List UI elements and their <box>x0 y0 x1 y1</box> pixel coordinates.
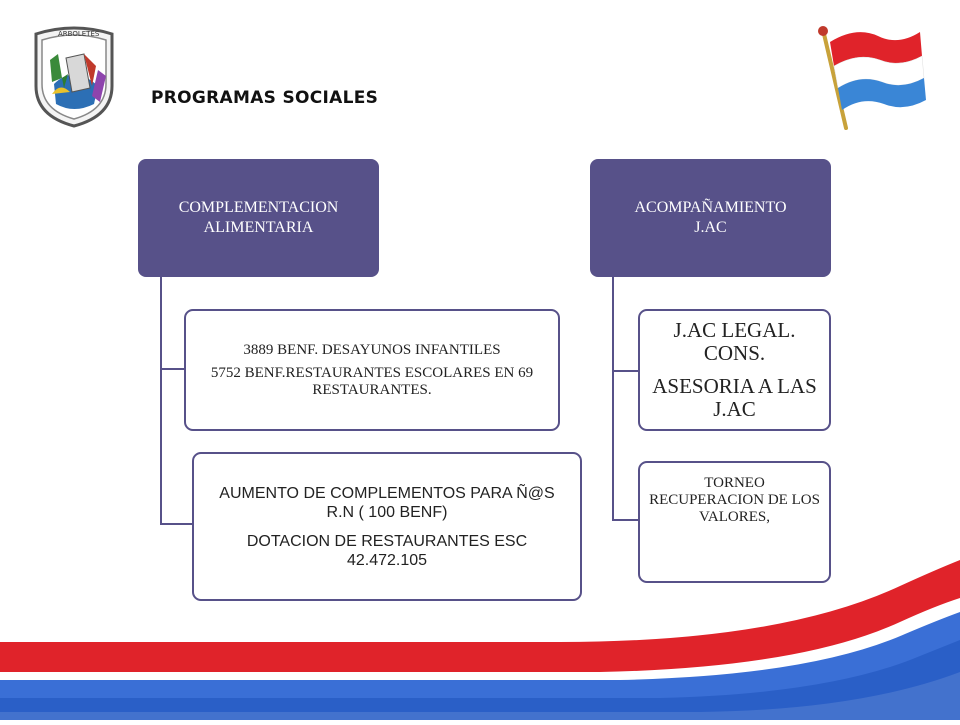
box-text: 3889 BENF. DESAYUNOS INFANTILES <box>243 341 501 358</box>
header-line: ALIMENTARIA <box>203 219 314 236</box>
header-line: ACOMPAÑAMIENTO <box>634 199 787 216</box>
right-connector-to-box1 <box>612 370 638 372</box>
municipal-crest-icon: ARBOLETES <box>28 24 120 128</box>
box-text: TORNEO RECUPERACION DE LOS VALORES, <box>649 475 820 525</box>
complementos-dotacion-box: AUMENTO DE COMPLEMENTOS PARA Ñ@S R.N ( 1… <box>192 452 582 601</box>
page-title: PROGRAMAS SOCIALES <box>151 88 379 108</box>
right-connector-to-box2 <box>612 519 638 521</box>
box-text: DOTACION DE RESTAURANTES ESC 42.472.105 <box>246 532 528 569</box>
header-line: J.AC <box>694 219 727 236</box>
left-connector-to-box2 <box>160 523 192 525</box>
torneo-recuperacion-box: TORNEO RECUPERACION DE LOS VALORES, <box>638 461 831 583</box>
desayunos-restaurantes-box: 3889 BENF. DESAYUNOS INFANTILES 5752 BEN… <box>184 309 560 431</box>
right-connector-vertical <box>612 277 614 521</box>
box-text: 5752 BENF.RESTAURANTES ESCOLARES EN 69 R… <box>210 364 534 398</box>
box-text: J.AC LEGAL. CONS. <box>673 318 796 365</box>
header-line: COMPLEMENTACION <box>178 199 339 216</box>
left-connector-vertical <box>160 277 162 525</box>
left-connector-to-box1 <box>160 368 184 370</box>
crest-lettering: ARBOLETES <box>58 30 100 38</box>
box-text: ASESORIA A LAS J.AC <box>652 374 817 421</box>
box-text: AUMENTO DE COMPLEMENTOS PARA Ñ@S R.N ( 1… <box>219 484 555 521</box>
complementacion-alimentaria-header: COMPLEMENTACION ALIMENTARIA <box>138 159 379 277</box>
acompanamiento-jac-header: ACOMPAÑAMIENTO J.AC <box>590 159 831 277</box>
bottom-swoosh-decoration <box>0 560 960 720</box>
jac-legal-asesoria-box: J.AC LEGAL. CONS. ASESORIA A LAS J.AC <box>638 309 831 431</box>
flag-icon <box>812 22 932 134</box>
